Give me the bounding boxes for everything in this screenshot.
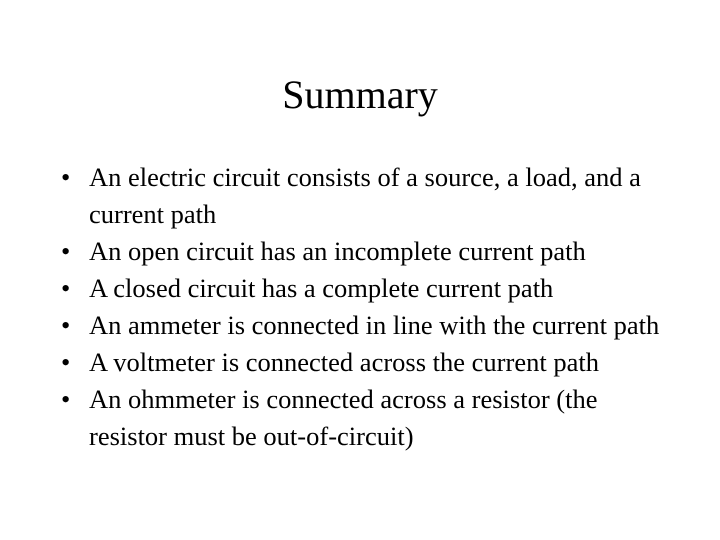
list-item-label: A voltmeter is connected across the curr… <box>89 347 599 377</box>
bullet-point-icon: • <box>61 347 71 377</box>
list-item: • An ammeter is connected in line with t… <box>56 307 662 344</box>
list-item-label: An electric circuit consists of a source… <box>89 162 641 229</box>
bullet-point-icon: • <box>61 162 71 192</box>
list-item: • An ohmmeter is connected across a resi… <box>56 381 662 455</box>
list-item-label: An open circuit has an incomplete curren… <box>89 236 586 266</box>
page-title: Summary <box>282 72 438 117</box>
list-item-label: A closed circuit has a complete current … <box>89 273 554 303</box>
list-item: • A voltmeter is connected across the cu… <box>56 344 662 381</box>
list-item: • An electric circuit consists of a sour… <box>56 159 662 233</box>
bullet-list: • An electric circuit consists of a sour… <box>56 159 662 455</box>
bullet-point-icon: • <box>61 236 71 266</box>
slide-body: • An electric circuit consists of a sour… <box>56 159 662 455</box>
list-item-label: An ammeter is connected in line with the… <box>89 310 660 340</box>
list-item: • An open circuit has an incomplete curr… <box>56 233 662 270</box>
list-item: • A closed circuit has a complete curren… <box>56 270 662 307</box>
bullet-point-icon: • <box>61 384 71 414</box>
bullet-point-icon: • <box>61 310 71 340</box>
bullet-point-icon: • <box>61 273 71 303</box>
list-item-label: An ohmmeter is connected across a resist… <box>89 384 598 451</box>
